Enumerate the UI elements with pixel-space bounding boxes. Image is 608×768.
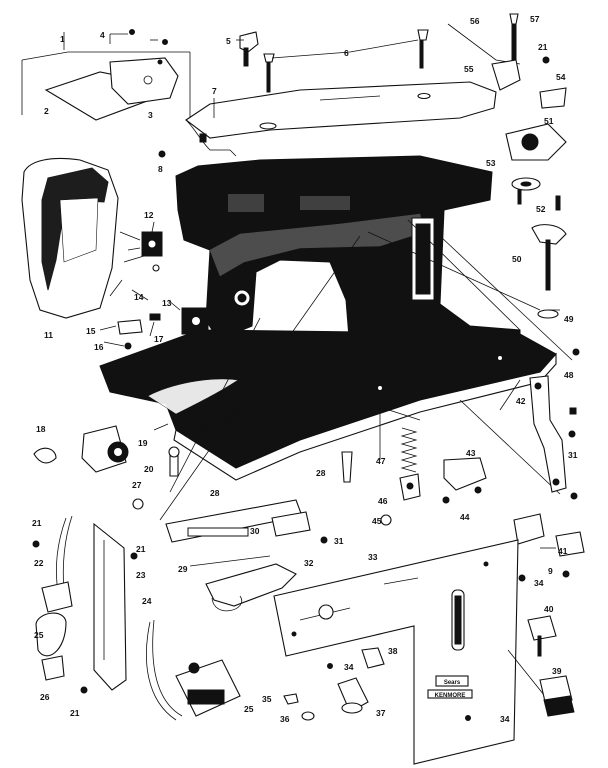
leader-lines: [63, 32, 573, 521]
callout-26: 26: [40, 692, 50, 702]
callout-42: 42: [516, 396, 526, 406]
callout-21-bottom: 21: [70, 708, 80, 718]
callout-27: 27: [132, 480, 142, 490]
callout-25-bottom: 25: [244, 704, 254, 714]
callout-6: 6: [344, 48, 349, 58]
callout-21-top: 21: [538, 42, 548, 52]
callout-14: 14: [134, 292, 144, 302]
callout-19: 19: [138, 438, 148, 448]
callout-9: 9: [548, 566, 553, 576]
callout-50: 50: [512, 254, 522, 264]
callout-38: 38: [388, 646, 398, 656]
callout-12: 12: [144, 210, 154, 220]
top-cover: [185, 81, 497, 139]
callout-31-right: 31: [568, 450, 578, 460]
callout-36: 36: [280, 714, 290, 724]
callout-20: 20: [144, 464, 154, 474]
callout-48: 48: [564, 370, 574, 380]
callout-21-left: 21: [32, 518, 42, 528]
callout-44: 44: [460, 512, 470, 522]
callout-23: 23: [136, 570, 146, 580]
top-small-parts: [158, 29, 429, 158]
callout-41: 41: [558, 546, 568, 556]
callout-39: 39: [552, 666, 562, 676]
feed-parts: [132, 427, 487, 612]
tension-assembly: [117, 231, 163, 350]
callout-43: 43: [466, 448, 476, 458]
callout-46: 46: [378, 496, 388, 506]
callout-52: 52: [536, 204, 546, 214]
lower-small-parts: [283, 647, 471, 721]
callout-57: 57: [530, 14, 540, 24]
callout-1: 1: [60, 34, 65, 44]
callout-4: 4: [100, 30, 105, 40]
spring: [400, 427, 418, 473]
callout-56: 56: [470, 16, 480, 26]
bed-plate: [99, 329, 557, 481]
callout-35: 35: [262, 694, 272, 704]
right-top-parts: [447, 13, 580, 356]
callout-32: 32: [304, 558, 314, 568]
callout-29: 29: [178, 564, 188, 574]
screw: [129, 29, 135, 35]
callout-5: 5: [226, 36, 231, 46]
callout-51: 51: [544, 116, 554, 126]
callout-21-mid: 21: [136, 544, 146, 554]
right-lever-parts: [513, 375, 585, 582]
brand-bottom: KENMORE: [435, 693, 466, 699]
callout-17: 17: [154, 334, 164, 344]
callout-31-center: 31: [334, 536, 344, 546]
callout-labels: 1 2 3 4 5 6 7 8 9 10 11 12 13 14 15 16 1…: [32, 14, 578, 724]
callout-37: 37: [376, 708, 386, 718]
callout-30: 30: [250, 526, 260, 536]
callout-34-right: 34: [534, 578, 544, 588]
slide-plate-assembly: [21, 29, 191, 121]
callout-3: 3: [148, 110, 153, 120]
callout-54: 54: [556, 72, 566, 82]
callout-34-bottom: 34: [500, 714, 510, 724]
callout-49: 49: [564, 314, 574, 324]
callout-45: 45: [372, 516, 382, 526]
callout-16: 16: [94, 342, 104, 352]
callout-28-right: 28: [316, 468, 326, 478]
callout-18: 18: [36, 424, 46, 434]
front-panel: Sears KENMORE: [273, 539, 519, 765]
callout-22: 22: [34, 558, 44, 568]
callout-40: 40: [544, 604, 554, 614]
thread-guide: [239, 31, 259, 53]
machine-head: [175, 155, 521, 369]
callout-24: 24: [142, 596, 152, 606]
callout-2: 2: [44, 106, 49, 116]
callout-10: 10: [262, 164, 272, 174]
callout-15: 15: [86, 326, 96, 336]
brand-top: Sears: [444, 680, 461, 686]
bobbin-winder: [33, 425, 180, 477]
callout-33: 33: [368, 552, 378, 562]
callout-53: 53: [486, 158, 496, 168]
callout-55: 55: [464, 64, 474, 74]
callout-34-center: 34: [344, 662, 354, 672]
callout-7: 7: [212, 86, 217, 96]
callout-25-left: 25: [34, 630, 44, 640]
callout-8: 8: [158, 164, 163, 174]
callout-13: 13: [162, 298, 172, 308]
callout-11: 11: [44, 330, 53, 340]
face-cover: [21, 157, 119, 319]
screw: [162, 39, 168, 45]
callout-28-center: 28: [210, 488, 220, 498]
callout-47: 47: [376, 456, 386, 466]
motor-and-light-parts: [32, 515, 241, 721]
knob-parts: [507, 615, 575, 717]
